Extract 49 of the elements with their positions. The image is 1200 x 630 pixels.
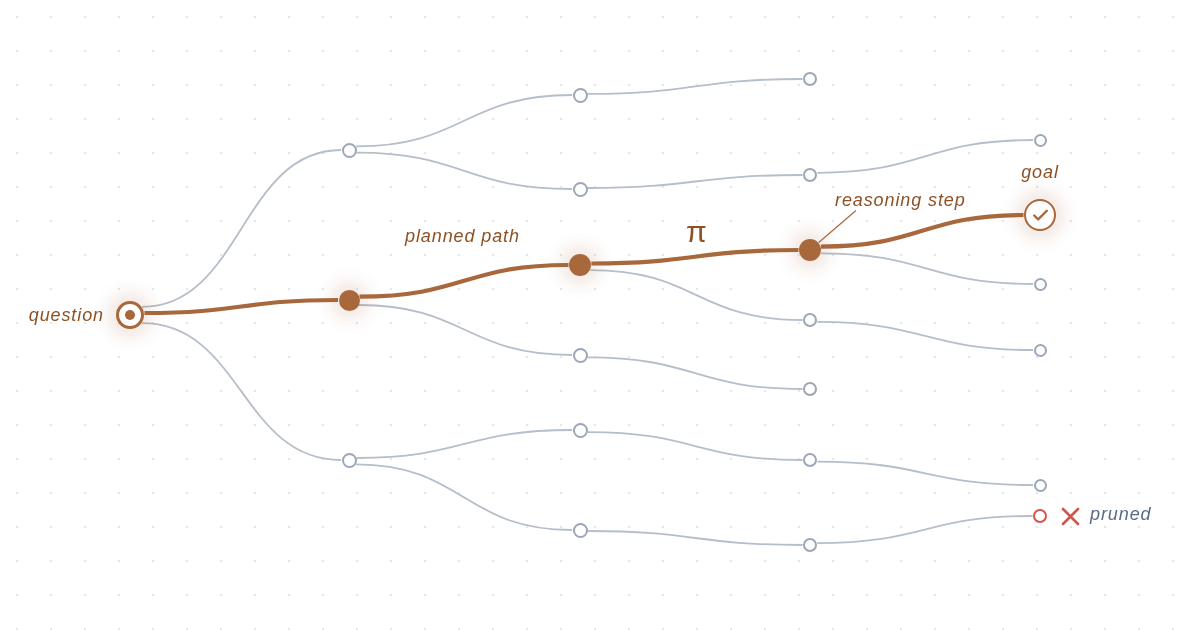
branch-curve: [355, 94, 573, 148]
tree-node: [803, 72, 817, 86]
tree-node: [1033, 343, 1047, 357]
branch-curve: [820, 252, 1034, 285]
tree-node: [572, 347, 588, 363]
node-caption: goal: [1021, 160, 1059, 183]
leader-line: [818, 209, 857, 244]
branch-curve: [586, 356, 804, 390]
node-caption: pruned: [1090, 502, 1152, 525]
branch-curve: [587, 78, 804, 95]
branch-curve: [816, 515, 1034, 544]
tree-node: [1033, 478, 1047, 492]
tree-node: [803, 382, 817, 396]
tree-node: [572, 522, 588, 538]
goal-node: [1024, 199, 1056, 231]
tree-node: [341, 142, 357, 158]
start-node: [116, 301, 144, 329]
tree-node: [803, 538, 817, 552]
branch-curve: [587, 174, 804, 189]
branch-curve: [816, 139, 1034, 174]
tree-node: [803, 313, 817, 327]
path-curve: [820, 212, 1024, 249]
branch-curve: [589, 269, 804, 321]
pruned-node: [1033, 509, 1047, 523]
branch-curve: [355, 151, 573, 190]
tree-node: [1033, 277, 1047, 291]
path-node: [338, 289, 360, 311]
branch-curve: [816, 321, 1034, 351]
branch-curve: [587, 530, 804, 546]
path-node: [799, 239, 821, 261]
path-curve: [144, 297, 339, 316]
policy-symbol: π: [686, 217, 707, 247]
tree-node: [572, 422, 588, 438]
branch-curve: [816, 460, 1034, 486]
branch-curve: [586, 431, 804, 461]
branch-curve: [355, 429, 573, 459]
annotation-label: reasoning step: [835, 188, 966, 211]
tree-node: [572, 181, 588, 197]
tree-node: [572, 87, 588, 103]
tree-node: [1033, 133, 1047, 147]
node-caption: question: [28, 303, 104, 326]
tree-node: [803, 453, 817, 467]
path-node: [569, 254, 591, 276]
tree-node: [341, 452, 357, 468]
path-label: planned path: [405, 225, 520, 247]
path-curve: [591, 247, 799, 266]
path-curve: [359, 262, 569, 299]
branch-curve: [354, 463, 573, 531]
tree-node: [803, 168, 817, 182]
